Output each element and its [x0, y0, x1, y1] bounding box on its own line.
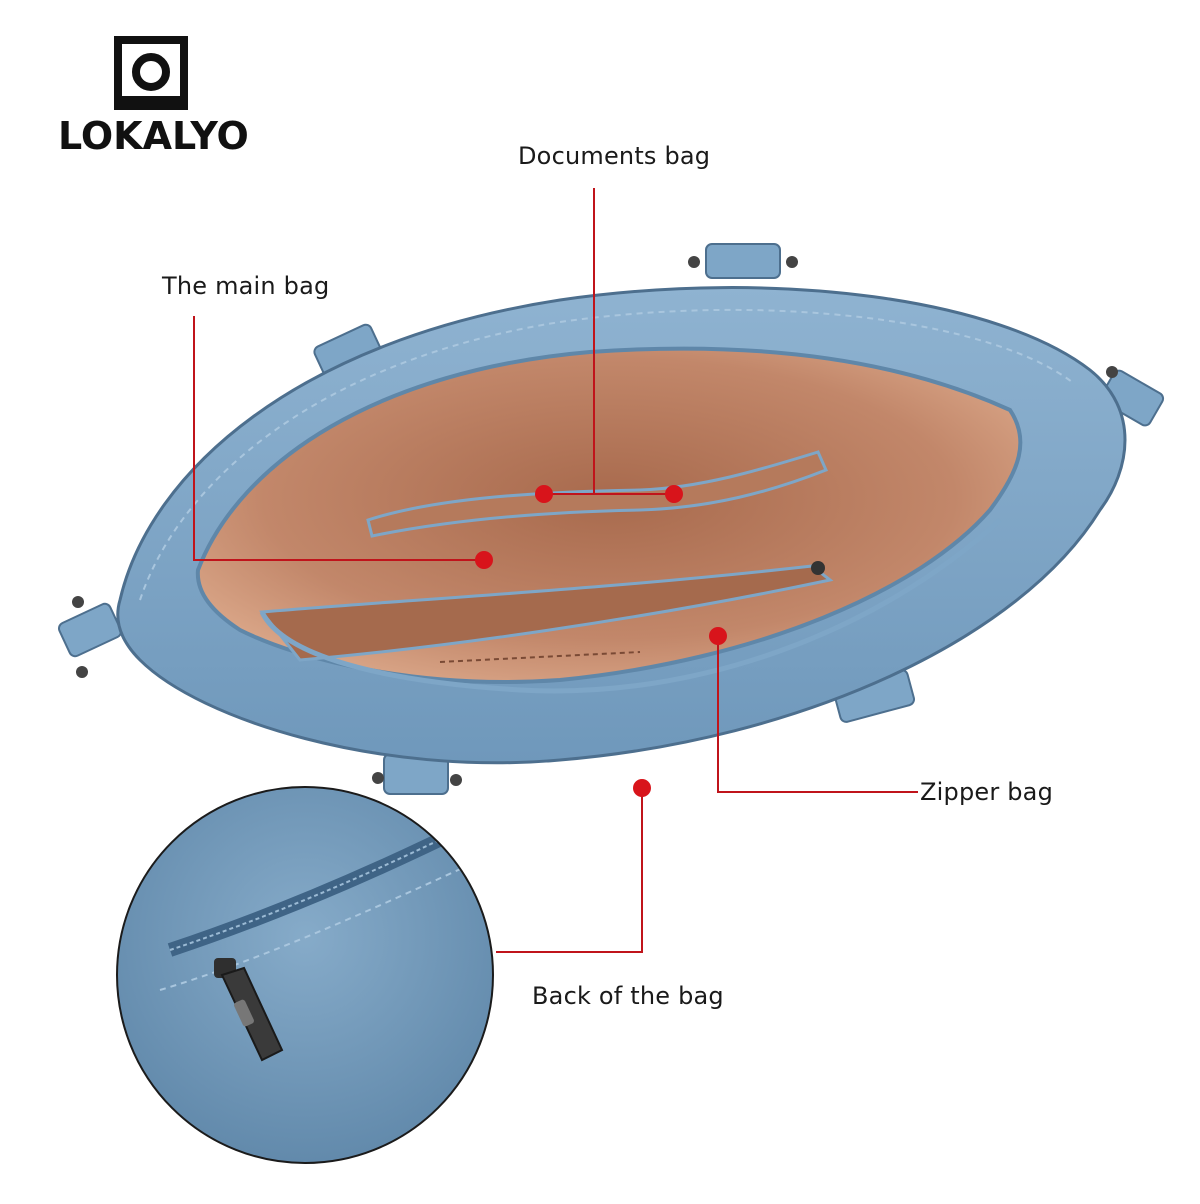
square-circle-logo-icon — [114, 36, 188, 110]
callout-back-of-bag: Back of the bag — [532, 982, 724, 1010]
zipper-pull-icon — [214, 958, 284, 1062]
callout-markers — [475, 485, 727, 797]
zipper-pocket — [259, 564, 834, 662]
callout-documents-bag: Documents bag — [518, 142, 711, 170]
back-detail-circle — [116, 786, 494, 1164]
brand-logo: LOKALYO — [58, 36, 258, 158]
callout-leaders — [193, 188, 918, 953]
brand-name: LOKALYO — [58, 114, 249, 158]
callout-zipper-bag: Zipper bag — [920, 778, 1054, 806]
callout-main-bag: The main bag — [162, 272, 330, 300]
